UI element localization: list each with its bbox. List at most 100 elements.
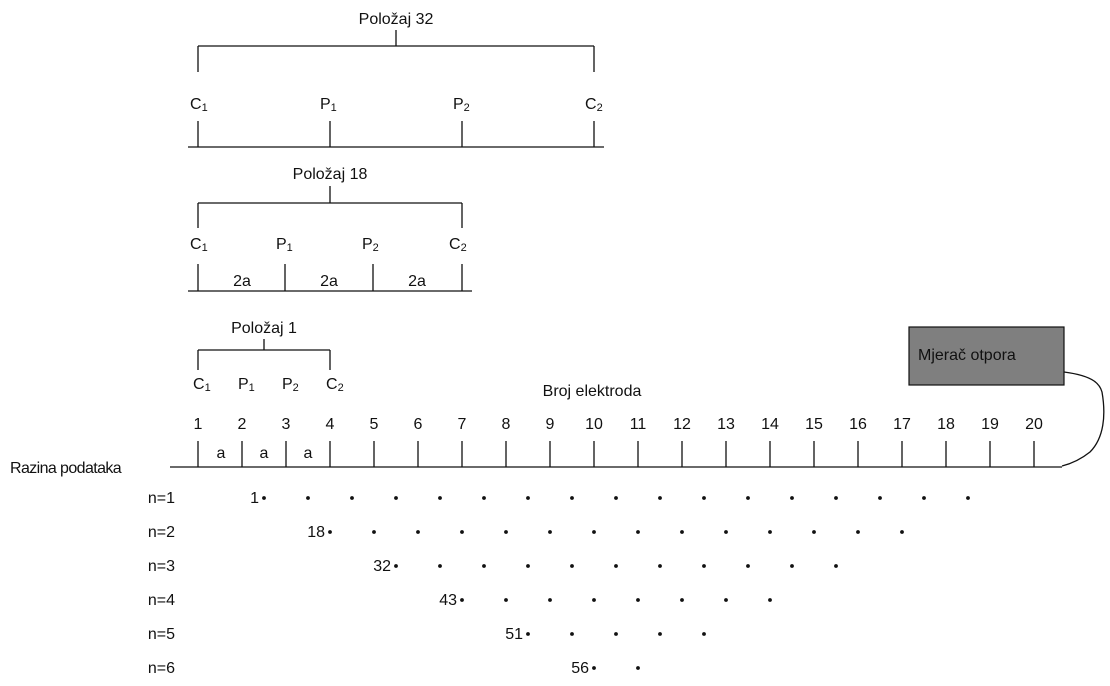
data-point — [460, 530, 464, 534]
electrode-baseline — [188, 121, 604, 148]
data-point — [592, 666, 596, 670]
data-point-index-label: 51 — [505, 626, 523, 643]
data-point — [504, 530, 508, 534]
spacing-label: a — [260, 445, 269, 462]
data-point — [482, 496, 486, 500]
data-point — [702, 564, 706, 568]
configuration-position-18: Položaj 18 C1 P1 P2 C2 2a 2a 2a — [188, 166, 472, 292]
electrode-number: 1 — [194, 416, 203, 433]
electrode-number: 5 — [370, 416, 379, 433]
data-point — [592, 530, 596, 534]
data-point-index-label: 32 — [373, 558, 391, 575]
spacing-label: 2a — [408, 273, 426, 290]
data-point — [878, 496, 882, 500]
data-point — [834, 496, 838, 500]
electrode-number: 8 — [502, 416, 511, 433]
data-point — [856, 530, 860, 534]
data-level-axis-label: Razina podataka — [10, 460, 122, 477]
data-level-label: n=6 — [148, 660, 175, 677]
data-point — [724, 598, 728, 602]
configuration-position-1: Položaj 1 C1 P1 P2 C2 — [193, 320, 344, 394]
electrode-label-p1: P1 — [238, 376, 255, 394]
data-point — [306, 496, 310, 500]
data-point — [526, 632, 530, 636]
electrode-label-c2: C2 — [449, 236, 467, 254]
data-point — [438, 564, 442, 568]
data-point — [614, 564, 618, 568]
resistance-meter: Mjerač otpora — [908, 326, 1105, 467]
electrode-number: 3 — [282, 416, 291, 433]
data-point — [570, 564, 574, 568]
electrode-number: 10 — [585, 416, 603, 433]
data-point — [724, 530, 728, 534]
data-point — [504, 598, 508, 602]
data-point — [966, 496, 970, 500]
data-point — [768, 598, 772, 602]
data-level-row: n=5 51 — [148, 626, 706, 643]
meter-cable — [1061, 371, 1105, 467]
electrode-label-c2: C2 — [585, 96, 603, 114]
configuration-title: Položaj 32 — [359, 11, 434, 28]
spacing-label: a — [304, 445, 313, 462]
electrode-number: 16 — [849, 416, 867, 433]
data-point — [790, 564, 794, 568]
configuration-title: Položaj 18 — [293, 166, 368, 183]
data-point — [328, 530, 332, 534]
data-level-label: n=3 — [148, 558, 175, 575]
data-point — [658, 496, 662, 500]
electrode-labels: C1 P1 P2 C2 — [193, 376, 344, 394]
configuration-title: Položaj 1 — [231, 320, 297, 337]
spacing-label: 2a — [320, 273, 338, 290]
electrode-number: 20 — [1025, 416, 1043, 433]
data-point — [460, 598, 464, 602]
data-point — [262, 496, 266, 500]
data-point — [790, 496, 794, 500]
resistance-meter-box — [908, 326, 1065, 386]
data-level-label: n=4 — [148, 592, 175, 609]
data-level-label: n=5 — [148, 626, 175, 643]
data-point — [350, 496, 354, 500]
electrode-number: 2 — [238, 416, 247, 433]
electrode-number: 14 — [761, 416, 779, 433]
data-point — [636, 598, 640, 602]
electrode-number: 4 — [326, 416, 335, 433]
electrode-number: 6 — [414, 416, 423, 433]
electrode-label-c1: C1 — [190, 96, 208, 114]
data-point — [372, 530, 376, 534]
data-point — [812, 530, 816, 534]
data-level-row: n=4 43 — [148, 592, 772, 609]
data-point-index-label: 1 — [250, 490, 259, 507]
data-level-row: n=3 32 — [148, 558, 838, 575]
electrode-number: 13 — [717, 416, 735, 433]
data-point — [658, 632, 662, 636]
electrode-baseline — [188, 264, 472, 292]
data-point — [702, 632, 706, 636]
data-point — [900, 530, 904, 534]
electrode-number: 18 — [937, 416, 955, 433]
data-point — [746, 496, 750, 500]
data-point — [922, 496, 926, 500]
data-point — [438, 496, 442, 500]
data-point — [702, 496, 706, 500]
data-point — [746, 564, 750, 568]
data-point — [658, 564, 662, 568]
data-point-index-label: 43 — [439, 592, 457, 609]
configuration-bracket — [197, 186, 463, 228]
electrode-label-c2: C2 — [326, 376, 344, 394]
configuration-position-32: Položaj 32 C1 P1 P2 C2 — [188, 11, 604, 148]
data-level-label: n=2 — [148, 524, 175, 541]
electrode-number: 9 — [546, 416, 555, 433]
electrode-number: 19 — [981, 416, 999, 433]
data-point — [548, 598, 552, 602]
data-point — [548, 530, 552, 534]
electrode-labels: C1 P1 P2 C2 — [190, 236, 467, 254]
electrode-number: 15 — [805, 416, 823, 433]
electrode-axis-title: Broj elektroda — [543, 383, 642, 400]
data-point — [680, 530, 684, 534]
data-point — [680, 598, 684, 602]
